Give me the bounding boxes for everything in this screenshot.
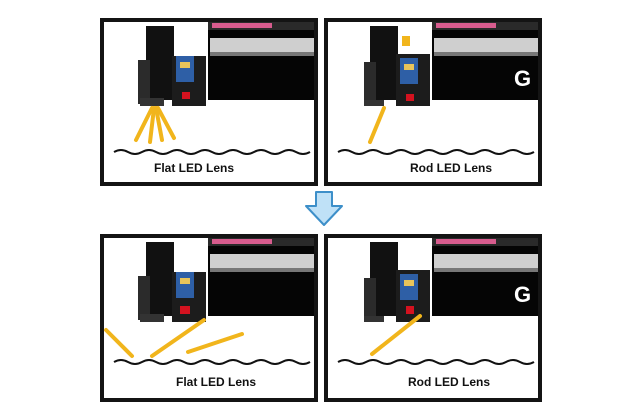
panel-bottom-left-illustration bbox=[104, 238, 314, 398]
print-head bbox=[400, 58, 418, 84]
media-surface bbox=[113, 359, 311, 365]
print-head bbox=[176, 272, 194, 298]
panel-top-left-illustration bbox=[104, 22, 314, 182]
led-indicator bbox=[180, 306, 190, 314]
down-arrow-icon bbox=[305, 191, 343, 226]
light-beams bbox=[370, 314, 422, 356]
media-surface bbox=[113, 149, 311, 155]
led-lamp-unit bbox=[140, 98, 164, 106]
print-head bbox=[400, 274, 418, 300]
panel-top-right-illustration bbox=[328, 22, 538, 182]
lens-label-top-left: Flat LED Lens bbox=[154, 161, 235, 175]
lens-label-top-right: Rod LED Lens bbox=[410, 161, 493, 175]
light-beams bbox=[368, 106, 386, 144]
print-head bbox=[176, 56, 194, 82]
led-lamp-unit bbox=[140, 314, 164, 322]
light-beams bbox=[104, 318, 244, 358]
led-indicator bbox=[406, 94, 414, 101]
panel-bottom-right-illustration bbox=[328, 238, 538, 398]
panel-top-left: Flat LED Lens bbox=[100, 18, 318, 186]
panel-bottom-left: Flat LED Lens bbox=[100, 234, 318, 402]
media-surface bbox=[337, 149, 535, 155]
led-indicator bbox=[182, 92, 190, 99]
light-beams bbox=[134, 106, 176, 144]
printer-mark: G bbox=[514, 282, 532, 307]
printer-mark: G bbox=[514, 66, 532, 91]
led-indicator bbox=[406, 306, 414, 314]
transition-arrow bbox=[303, 190, 345, 228]
lens-label-bottom-right: Rod LED Lens bbox=[408, 375, 491, 389]
lens-label-bottom-left: Flat LED Lens bbox=[176, 375, 257, 389]
led-lamp-unit bbox=[364, 100, 384, 106]
panel-top-right: G Rod LED Lens bbox=[324, 18, 542, 186]
media-surface bbox=[337, 359, 535, 365]
led-lamp-unit bbox=[364, 316, 384, 322]
panel-bottom-right: G Rod LED Lens bbox=[324, 234, 542, 402]
